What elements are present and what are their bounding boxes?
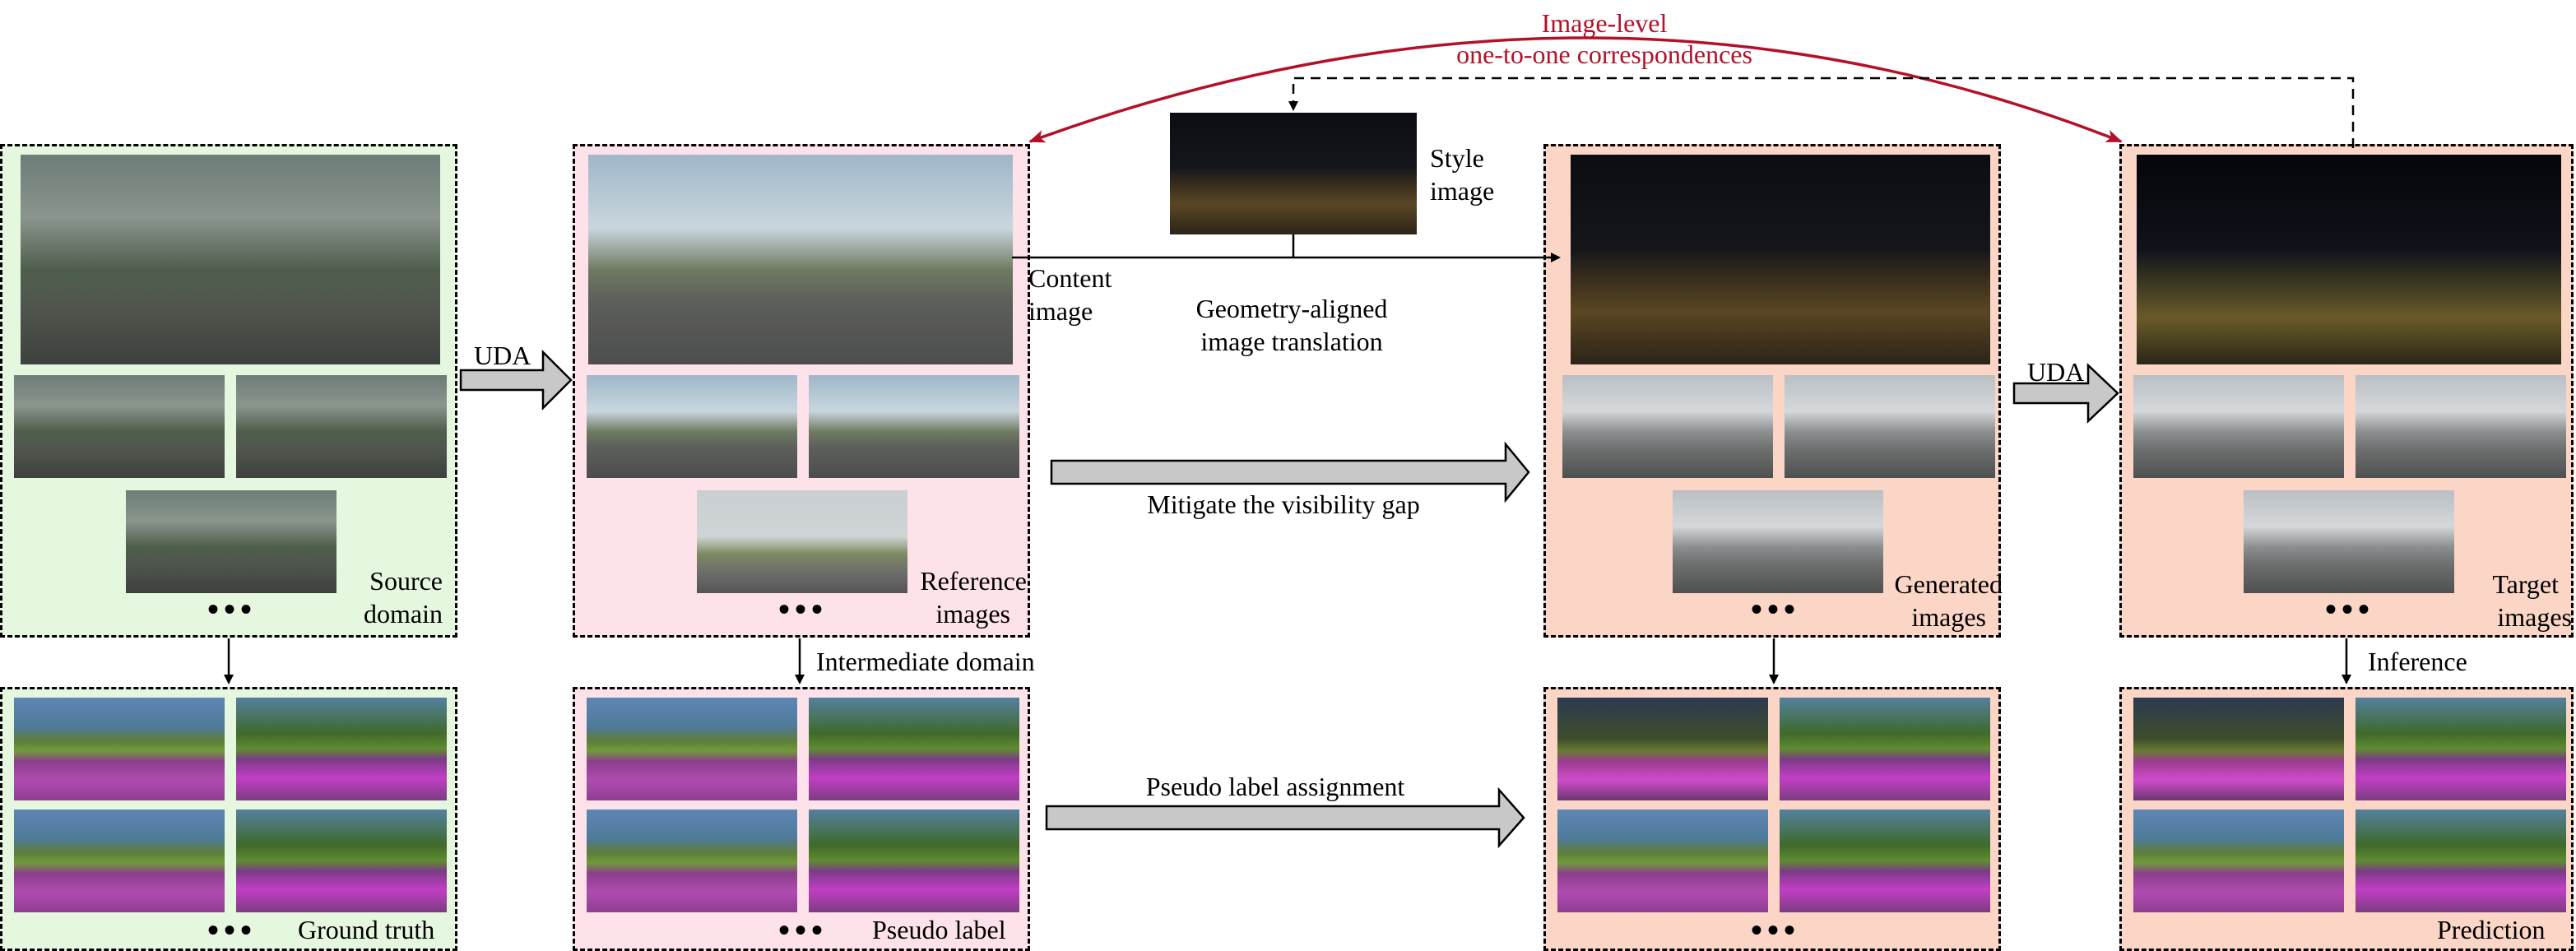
target-images-label-2: images [2497, 602, 2572, 632]
source-domain-label-1: Source [369, 566, 443, 596]
mitigate-label: Mitigate the visibility gap [1147, 489, 1420, 519]
pseudo-label-label: Pseudo label [872, 915, 1006, 944]
generated-ellipsis: ••• [1751, 591, 1801, 628]
reference-thumb-1 [587, 375, 797, 478]
mitigate-block-arrow [1050, 441, 1530, 503]
pseudo-block-arrow [1045, 786, 1525, 849]
gt-label-2 [236, 698, 447, 800]
generated-label-ellipsis: ••• [1751, 912, 1801, 949]
generated-labels-box [1543, 687, 2001, 951]
source-thumb-2 [236, 375, 447, 478]
generated-images-box [1543, 144, 2001, 638]
generated-images-label-2: images [1911, 602, 1986, 632]
prediction-box [2119, 687, 2574, 951]
target-thumb-2 [2356, 375, 2566, 478]
pseudo-assign-label: Pseudo label assignment [1145, 772, 1405, 801]
target-thumb-3 [2244, 490, 2454, 593]
gt-label-1 [14, 698, 225, 800]
source-main-image [21, 155, 440, 364]
target-thumb-1 [2133, 375, 2344, 478]
translation-label-2: image translation [1200, 327, 1383, 356]
generated-main-image [1571, 155, 1990, 364]
source-thumb-1 [14, 375, 225, 478]
uda-block-arrow-2 [2012, 363, 2119, 424]
pseudo-label-3 [587, 810, 797, 912]
target-images-label-1: Target [2492, 569, 2559, 599]
source-domain-label-2: domain [364, 599, 443, 629]
prediction-label: Prediction [2437, 915, 2546, 944]
intermediate-domain-label: Intermediate domain [816, 647, 1035, 676]
ground-truth-label: Ground truth [298, 915, 435, 944]
reference-ellipsis: ••• [778, 591, 828, 628]
generated-label-3 [1557, 810, 1768, 912]
style-image-label-1: Style [1430, 143, 1484, 173]
correspondence-arc [1028, 36, 2123, 143]
prediction-4 [2356, 810, 2566, 912]
correspondence-title-line1: Image-level [1541, 8, 1668, 38]
content-image-label-1: Content [1028, 263, 1112, 293]
correspondence-title-line2: one-to-one correspondences [1456, 39, 1752, 69]
gt-ellipsis: ••• [207, 912, 258, 949]
generated-label-1 [1557, 698, 1768, 800]
gt-label-4 [236, 810, 447, 912]
pseudo-label-2 [809, 698, 1019, 800]
generated-thumb-1 [1562, 375, 1773, 478]
pseudo-label-box [573, 687, 1030, 951]
reference-images-label-1: Reference [920, 566, 1027, 596]
pseudo-label-4 [809, 810, 1019, 912]
reference-thumb-2 [809, 375, 1019, 478]
content-image-label-2: image [1028, 296, 1093, 326]
generated-images-label-1: Generated [1894, 569, 2003, 599]
inference-label: Inference [2368, 647, 2467, 676]
prediction-2 [2356, 698, 2566, 800]
source-ellipsis: ••• [207, 591, 258, 628]
generated-thumb-3 [1673, 490, 1883, 593]
source-thumb-3 [126, 490, 337, 593]
prediction-1 [2133, 698, 2344, 800]
uda-block-arrow-1 [459, 349, 573, 411]
source-domain-box [0, 144, 457, 638]
pseudo-ellipsis: ••• [778, 912, 828, 949]
uda-label-1: UDA [474, 341, 531, 370]
generated-label-4 [1780, 810, 1990, 912]
reference-images-label-2: images [935, 599, 1010, 629]
prediction-3 [2133, 810, 2344, 912]
reference-thumb-3 [697, 490, 907, 593]
ground-truth-box [0, 687, 457, 951]
style-image-label-2: image [1430, 176, 1495, 206]
uda-label-2: UDA [2027, 357, 2085, 387]
translation-label-1: Geometry-aligned [1195, 294, 1388, 323]
dashed-feedback-line [1288, 77, 2355, 148]
gt-label-3 [14, 810, 225, 912]
reference-main-image [588, 155, 1013, 364]
generated-thumb-2 [1785, 375, 1995, 478]
target-images-box [2119, 144, 2574, 638]
target-main-image [2137, 155, 2561, 364]
pseudo-label-1 [587, 698, 797, 800]
generated-label-2 [1780, 698, 1990, 800]
reference-images-box [573, 144, 1030, 638]
target-ellipsis: ••• [2325, 591, 2375, 628]
